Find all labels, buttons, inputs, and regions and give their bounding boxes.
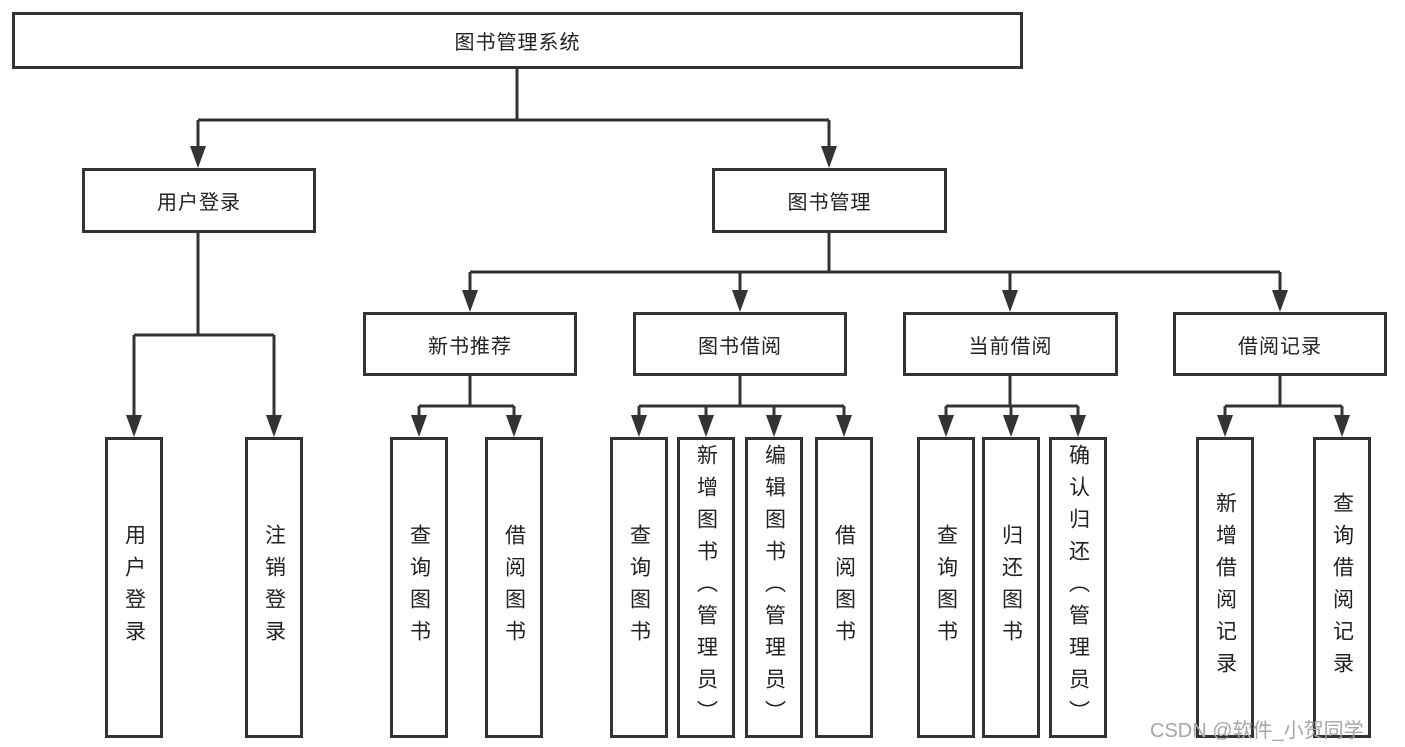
node-label: 查询图书: [407, 523, 431, 652]
branch-book-management: [462, 232, 1288, 312]
node-current-borrow: 当前借阅: [903, 312, 1118, 376]
branch-root-to-level2: [190, 68, 837, 168]
leaf-borrow-query-book: 查询图书: [610, 437, 668, 738]
node-label: 用户登录: [157, 192, 241, 214]
node-user-login: 用户登录: [82, 168, 316, 233]
node-label: 查询图书: [934, 523, 958, 652]
branch-borrow-records: [1217, 375, 1350, 437]
node-label: 新增图书（管理员）: [694, 443, 718, 732]
node-book-borrow: 图书借阅: [633, 312, 847, 376]
node-label: 图书管理系统: [454, 32, 581, 54]
node-label: 注销登录: [262, 523, 286, 652]
node-label: 图书借阅: [698, 335, 782, 358]
leaf-add-book-admin: 新增图书（管理员）: [677, 437, 735, 738]
node-label: 当前借阅: [968, 335, 1053, 358]
node-label: 新书推荐: [428, 335, 512, 358]
node-new-book-recommend: 新书推荐: [363, 312, 577, 376]
watermark: CSDN @软件_小贺同学: [1150, 720, 1364, 742]
node-label: 借阅图书: [832, 523, 856, 652]
node-label: 图书管理: [787, 192, 872, 214]
leaf-query-borrow-record: 查询借阅记录: [1313, 437, 1371, 738]
node-label: 查询图书: [627, 523, 651, 652]
branch-current-borrow: [938, 375, 1086, 437]
node-label: 用户登录: [122, 523, 146, 652]
node-label: 查询借阅记录: [1330, 491, 1354, 684]
leaf-borrow-book: 借阅图书: [815, 437, 873, 738]
node-root-system: 图书管理系统: [12, 12, 1023, 69]
branch-user-login: [126, 232, 282, 437]
node-label: 编辑图书（管理员）: [762, 443, 786, 732]
node-label: 借阅图书: [502, 523, 526, 652]
node-borrow-records: 借阅记录: [1173, 312, 1387, 376]
leaf-edit-book-admin: 编辑图书（管理员）: [745, 437, 803, 738]
leaf-add-borrow-record: 新增借阅记录: [1196, 437, 1254, 738]
leaf-confirm-return-admin: 确认归还（管理员）: [1049, 437, 1107, 738]
node-label: 新增借阅记录: [1213, 491, 1237, 684]
branch-new-book-recommend: [411, 375, 522, 437]
node-label: 归还图书: [999, 523, 1023, 652]
leaf-recommend-borrow-book: 借阅图书: [485, 437, 543, 738]
leaf-user-login: 用户登录: [105, 437, 163, 738]
leaf-recommend-query-book: 查询图书: [390, 437, 448, 738]
node-book-management: 图书管理: [712, 168, 947, 233]
branch-book-borrow: [631, 375, 852, 437]
leaf-return-book: 归还图书: [982, 437, 1040, 738]
node-label: 借阅记录: [1238, 335, 1322, 358]
leaf-current-query-book: 查询图书: [917, 437, 975, 738]
node-label: 确认归还（管理员）: [1066, 443, 1090, 732]
leaf-logout: 注销登录: [245, 437, 303, 738]
